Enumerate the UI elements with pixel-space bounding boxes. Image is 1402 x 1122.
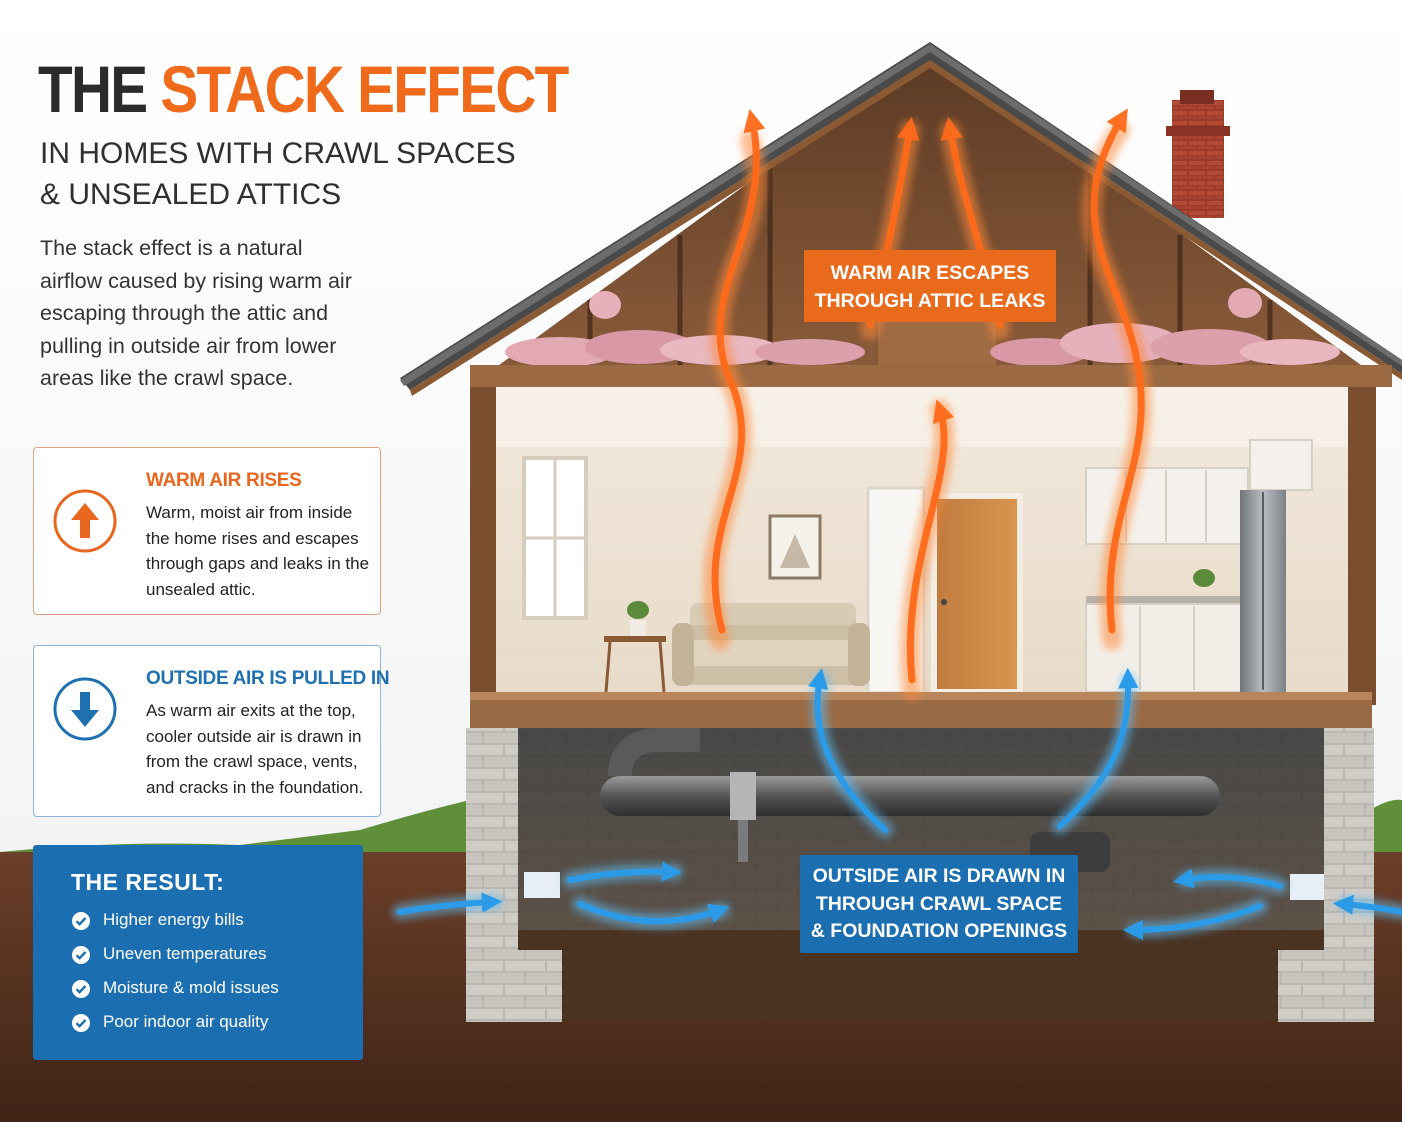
sofa	[672, 603, 870, 686]
window	[522, 456, 588, 620]
crawl-space-callout: OUTSIDE AIR IS DRAWN IN THROUGH CRAWL SP…	[800, 855, 1078, 953]
crawl-callout-line-3: & FOUNDATION OPENINGS	[810, 920, 1068, 942]
crawl-callout-line-1: OUTSIDE AIR IS DRAWN IN	[812, 865, 1066, 887]
warm-air-heading: WARM AIR RISES	[146, 470, 302, 491]
warm-air-rises-card: WARM AIR RISES Warm, moist air from insi…	[33, 447, 381, 615]
outside-air-body: As warm air exits at the top, cooler out…	[146, 701, 364, 798]
page-subtitle: IN HOMES WITH CRAWL SPACES & UNSEALED AT…	[40, 133, 516, 215]
kitchen	[1085, 439, 1313, 693]
warm-air-body: Warm, moist air from inside the home ris…	[146, 503, 370, 600]
attic-leaks-callout: WARM AIR ESCAPES THROUGH ATTIC LEAKS	[804, 250, 1056, 322]
result-item-label: Higher energy bills	[103, 910, 244, 929]
result-item: Moisture & mold issues	[71, 975, 279, 1009]
result-list: Higher energy bills Uneven temperatures …	[71, 907, 279, 1043]
subtitle-line-2: & UNSEALED ATTICS	[40, 178, 342, 211]
check-circle-icon	[72, 980, 90, 998]
wall-picture	[768, 514, 822, 580]
cool-air-arrows	[392, 667, 1402, 941]
warm-air-arrows	[703, 108, 1152, 700]
check-circle-icon	[72, 912, 90, 930]
result-panel: THE RESULT: Higher energy bills Uneven t…	[33, 845, 363, 1060]
result-item-label: Poor indoor air quality	[103, 1012, 269, 1031]
doors	[866, 486, 1023, 695]
check-circle-icon	[72, 1014, 90, 1032]
check-circle-icon	[72, 946, 90, 964]
result-item-label: Moisture & mold issues	[103, 978, 279, 997]
arrow-down-circle-icon	[53, 677, 117, 741]
result-item: Poor indoor air quality	[71, 1009, 279, 1043]
result-item: Uneven temperatures	[71, 941, 279, 975]
title-accent: STACK EFFECT	[160, 52, 569, 126]
right-foundation-vent	[1290, 874, 1326, 900]
attic-callout-line-1: WARM AIR ESCAPES	[830, 262, 1030, 284]
side-table	[604, 601, 666, 693]
outside-air-pulled-card: OUTSIDE AIR IS PULLED IN As warm air exi…	[33, 645, 390, 817]
crawl-space	[516, 728, 1326, 1020]
attic-insulation	[505, 288, 1340, 367]
intro-paragraph: The stack effect is a natural airflow ca…	[40, 236, 352, 390]
foundation	[466, 728, 1374, 1022]
hvac-ducts	[600, 728, 1220, 872]
floor-boards	[470, 692, 1372, 700]
arrow-up-circle-icon	[53, 489, 117, 553]
result-item-label: Uneven temperatures	[103, 944, 267, 963]
result-heading: THE RESULT:	[71, 869, 225, 895]
page-title: THE STACK EFFECT	[38, 56, 569, 122]
attic-floor-beam	[470, 365, 1392, 387]
title-lead: THE	[38, 52, 148, 126]
outside-air-heading: OUTSIDE AIR IS PULLED IN	[146, 668, 390, 689]
result-item: Higher energy bills	[71, 907, 279, 941]
left-foundation-vent	[524, 872, 560, 898]
subtitle-line-1: IN HOMES WITH CRAWL SPACES	[40, 137, 516, 170]
chimney	[1166, 90, 1230, 218]
attic-callout-line-2: THROUGH ATTIC LEAKS	[814, 290, 1046, 312]
crawl-callout-line-2: THROUGH CRAWL SPACE	[815, 892, 1063, 915]
